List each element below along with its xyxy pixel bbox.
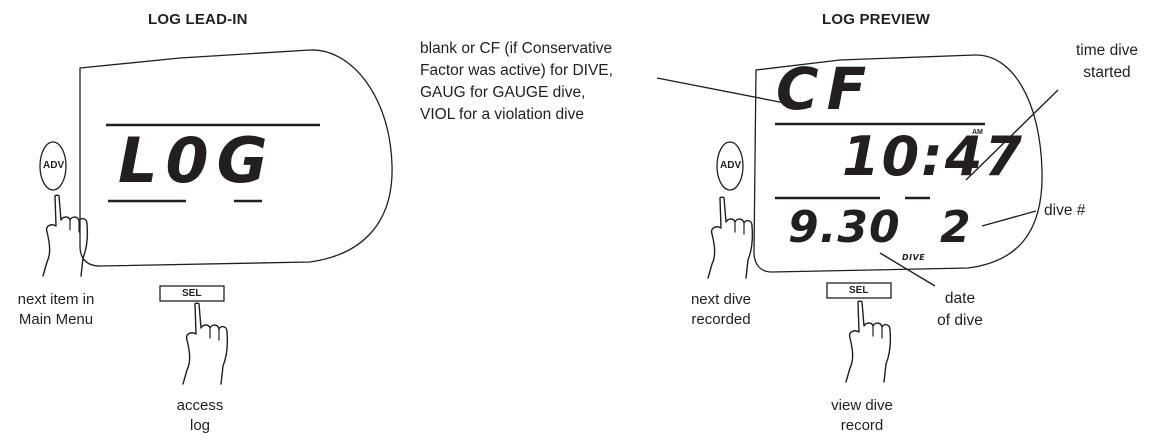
- lead-in-adv-button[interactable]: [39, 141, 67, 191]
- annotation-line: started: [1083, 64, 1131, 81]
- leader-cf: [656, 77, 791, 105]
- preview-display-body: [753, 54, 1043, 273]
- lead-in-display-body: [79, 49, 393, 267]
- annotation-line: GAUG for GAUGE dive,: [420, 84, 586, 101]
- annotation-cf: blank or CF (if Conservative Factor was …: [420, 38, 690, 126]
- preview-sel-caption: view dive record: [814, 396, 910, 436]
- preview-sel-label: SEL: [849, 285, 869, 296]
- annotation-line: VIOL for a violation dive: [420, 106, 584, 123]
- leader-dive-no: [981, 210, 1037, 227]
- preview-adv-button[interactable]: [716, 141, 744, 191]
- leader-time: [965, 89, 1059, 181]
- lead-in-title: LOG LEAD-IN: [148, 11, 248, 28]
- pointing-hand-icon: [182, 302, 229, 385]
- lead-in-adv-label: ADV: [43, 160, 65, 171]
- caption-line: next item in: [17, 291, 95, 308]
- preview-lcd-am: AM: [972, 129, 983, 136]
- caption-line: access: [176, 397, 224, 414]
- caption-line: next dive: [690, 291, 752, 308]
- annotation-dive-no: dive #: [1044, 202, 1086, 219]
- preview-title: LOG PREVIEW: [822, 11, 931, 28]
- caption-line: recorded: [691, 311, 751, 328]
- annotation-date: date of dive: [918, 288, 1002, 332]
- lead-in-device: [79, 49, 393, 267]
- caption-line: view dive: [831, 397, 893, 414]
- leader-date: [879, 252, 936, 287]
- annotation-line: time dive: [1075, 42, 1139, 59]
- preview-lcd-dive-label: DIVE: [902, 253, 926, 262]
- annotation-line: of dive: [937, 312, 983, 329]
- preview-lcd-dive-no: 2: [940, 202, 971, 253]
- caption-line: Main Menu: [18, 311, 94, 328]
- preview-adv-label: ADV: [720, 160, 742, 171]
- caption-line: log: [189, 417, 211, 434]
- annotation-line: Factor was active) for DIVE,: [420, 62, 613, 79]
- annotation-time: time dive started: [1062, 40, 1152, 84]
- lead-in-lcd-text: L0G: [118, 124, 276, 197]
- caption-line: record: [840, 417, 884, 434]
- preview-sel-button[interactable]: [826, 282, 892, 299]
- annotation-line: date: [944, 290, 976, 307]
- annotation-line: blank or CF (if Conservative: [420, 40, 613, 57]
- lead-in-sel-label: SEL: [182, 288, 202, 299]
- preview-lcd-top: CF: [776, 55, 875, 123]
- lead-in-sel-button[interactable]: [159, 285, 225, 302]
- preview-device: [753, 54, 1043, 273]
- lead-in-sel-caption: access log: [160, 396, 240, 436]
- preview-adv-caption: next dive recorded: [676, 290, 766, 330]
- lead-in-adv-caption: next item in Main Menu: [0, 290, 112, 330]
- preview-lcd-date: 9.30: [788, 202, 901, 253]
- pointing-hand-icon: [707, 196, 754, 279]
- pointing-hand-icon: [845, 300, 892, 383]
- preview-lcd-time: 10:47: [842, 125, 1024, 188]
